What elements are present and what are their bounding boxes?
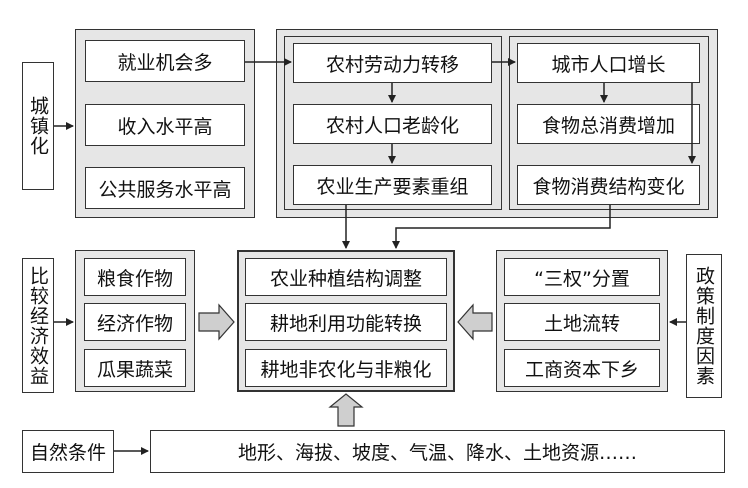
population-growth-box: 城市人口增长	[517, 43, 700, 83]
crop-grain: 粮食作物	[84, 258, 186, 296]
crop-cash: 经济作物	[84, 303, 186, 341]
factor-reorg-box: 农业生产要素重组	[293, 165, 492, 205]
rural-chain-panel	[284, 36, 502, 210]
urbanization-label: 城镇化	[27, 96, 49, 156]
natural-detail-box: 地形、海拔、坡度、气温、降水、土地资源……	[150, 430, 725, 473]
urban-effect-public-service: 公共服务水平高	[85, 167, 245, 209]
policy-institution-label: 政策制度因素	[693, 266, 715, 386]
center-function-change: 耕地利用功能转换	[245, 303, 447, 341]
food-structure-box: 食物消费结构变化	[517, 165, 700, 205]
center-non-agri-non-grain: 耕地非农化与非粮化	[245, 349, 447, 387]
urban-chain-panel	[509, 36, 709, 210]
urbanization-box: 城镇化	[22, 62, 54, 190]
block-arrow-crops-to-center	[198, 303, 235, 341]
policy-three-rights: “三权”分置	[504, 258, 660, 296]
crop-fruit-veg: 瓜果蔬菜	[84, 349, 186, 387]
policy-capital-to-village: 工商资本下乡	[504, 349, 660, 387]
block-arrow-natural-to-center	[328, 393, 364, 427]
policy-land-transfer: 土地流转	[504, 303, 660, 341]
food-consumption-box: 食物总消费增加	[517, 104, 700, 144]
policy-institution-box: 政策制度因素	[686, 254, 722, 398]
urban-effect-income: 收入水平高	[85, 104, 245, 146]
natural-conditions-box: 自然条件	[22, 430, 114, 473]
labor-transfer-box: 农村劳动力转移	[293, 43, 492, 83]
comparative-benefit-label: 比较经济效益	[27, 265, 49, 386]
center-structure-adjust: 农业种植结构调整	[245, 258, 447, 296]
block-arrow-policy-to-center	[457, 303, 493, 341]
comparative-benefit-box: 比较经济效益	[22, 258, 54, 393]
arrow-structure-to-center	[392, 205, 611, 249]
urban-effect-employment: 就业机会多	[85, 40, 245, 82]
aging-box: 农村人口老龄化	[293, 104, 492, 144]
